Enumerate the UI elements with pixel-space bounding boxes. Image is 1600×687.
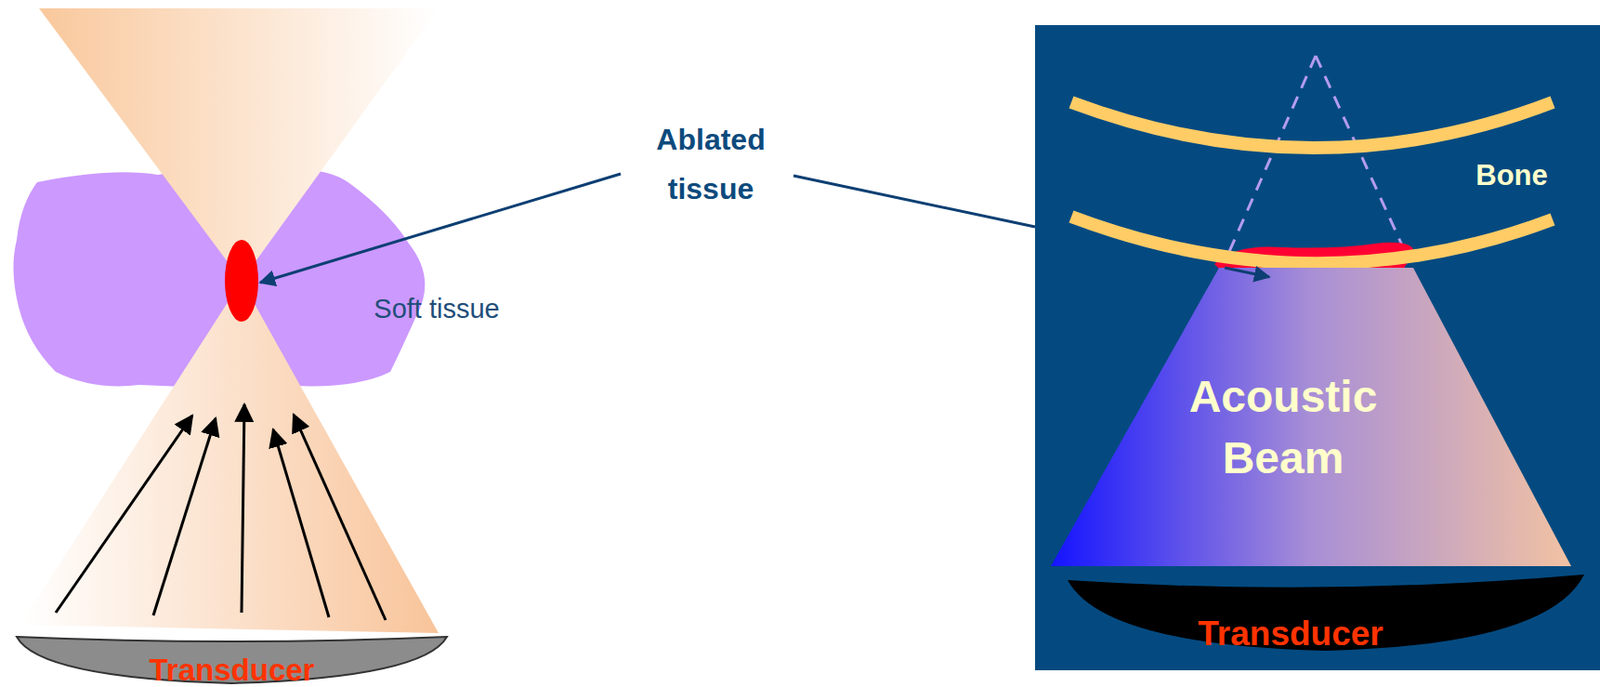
bone-lower [1071,216,1553,263]
callout-label: Ablated tissue [641,115,781,214]
wave-arrows [55,404,386,620]
acoustic-beam: Acoustic Beam [1050,267,1572,566]
transducer-right: Transducer [1065,568,1587,655]
ablated-focus [224,239,259,322]
tissue-label: Soft tissue [343,291,530,326]
leader-line [1224,267,1270,277]
leader-line [260,173,621,283]
focused-beam-upper [39,8,439,281]
leader-line [793,175,1036,227]
transducer-left: Transducer [14,632,449,687]
bone-upper [1071,102,1553,148]
bone-label: Bone [1455,157,1568,194]
focus-dashed-lines [1224,55,1404,263]
node-text: Transducer [14,653,449,687]
focused-beam-lower [20,280,439,633]
node-text: Transducer [1102,615,1479,653]
bone-panel [1035,25,1600,670]
node-text: Acoustic Beam [1143,366,1423,489]
